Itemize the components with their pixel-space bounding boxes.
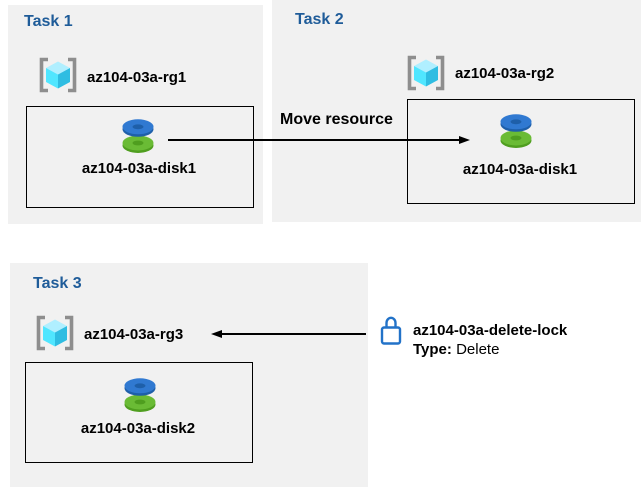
disk-icon: [500, 114, 532, 148]
resource-group-icon: [407, 55, 445, 91]
task2-title: Task 2: [295, 11, 344, 28]
lock-arrow-head-icon: [211, 329, 222, 338]
task3-rg-label: az104-03a-rg3: [84, 326, 184, 343]
delete-lock-type: Type: Delete: [413, 341, 499, 358]
task2-panel: [272, 0, 641, 222]
lock-icon: [377, 314, 405, 348]
task3-disk-label: az104-03a-disk2: [80, 420, 196, 437]
task1-panel: [8, 5, 263, 224]
task1-resource-box: [26, 106, 254, 208]
move-arrow-line: [168, 139, 460, 141]
move-arrow-head-icon: [459, 135, 470, 144]
task1-disk-label: az104-03a-disk1: [81, 160, 197, 177]
resource-group-icon: [36, 315, 74, 351]
lock-arrow-line: [221, 333, 366, 335]
task2-disk-label: az104-03a-disk1: [462, 161, 578, 178]
resource-group-icon: [39, 57, 77, 93]
task3-resource-box: [25, 362, 253, 463]
disk-icon: [124, 378, 156, 412]
task1-title: Task 1: [24, 13, 73, 30]
delete-lock-name: az104-03a-delete-lock: [413, 322, 568, 339]
move-resource-label: Move resource: [280, 111, 393, 128]
task2-rg-label: az104-03a-rg2: [455, 65, 555, 82]
delete-lock-type-value: Delete: [456, 341, 500, 358]
task2-resource-box: [407, 99, 635, 204]
task3-title: Task 3: [33, 275, 82, 292]
delete-lock-type-label: Type:: [413, 341, 452, 358]
task3-panel: [10, 263, 368, 487]
task1-rg-label: az104-03a-rg1: [87, 69, 187, 86]
disk-icon: [122, 119, 154, 153]
